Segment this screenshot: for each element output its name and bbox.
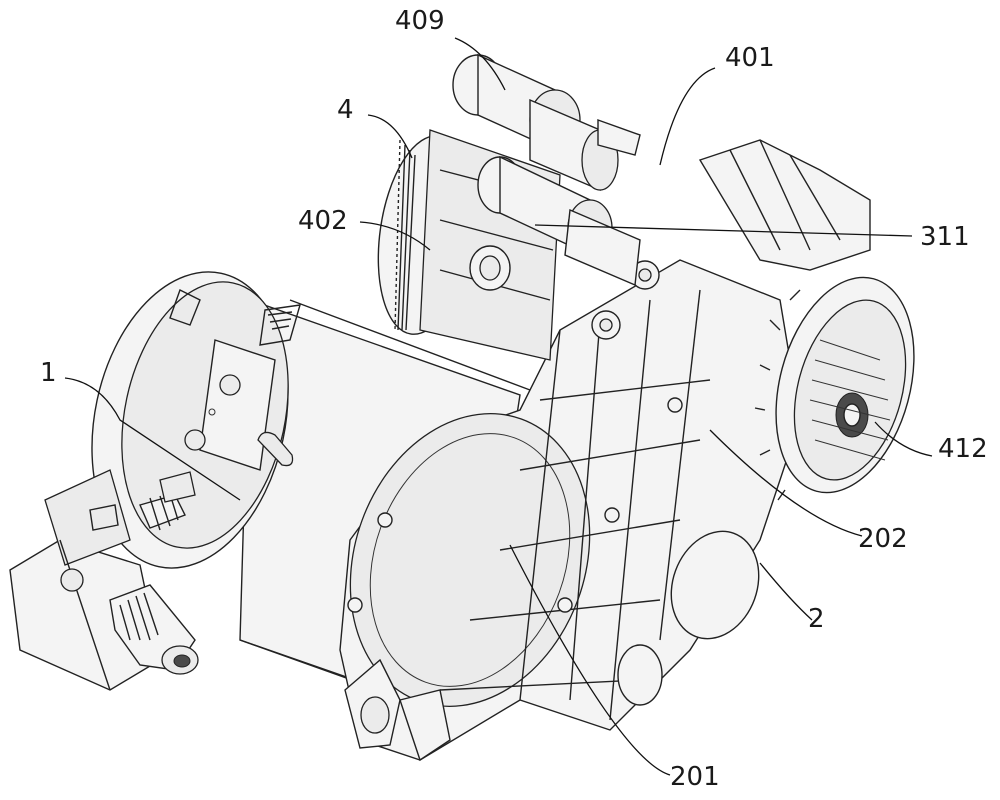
label-201: 201: [670, 762, 720, 792]
leader-201: [509, 544, 671, 776]
label-4: 4: [337, 95, 354, 125]
label-1: 1: [40, 358, 57, 388]
leader-lines: [64, 37, 933, 776]
actuator-assembly: [377, 53, 871, 361]
leader-402: [359, 221, 431, 251]
gearbox-housing: [339, 259, 801, 762]
leader-412: [874, 421, 933, 457]
label-311: 311: [920, 222, 970, 252]
leader-202: [709, 429, 863, 537]
label-412: 412: [938, 434, 988, 464]
fan-clutch: [754, 276, 915, 501]
leader-1: [64, 377, 241, 501]
label-401: 401: [725, 43, 775, 73]
label-402: 402: [298, 206, 348, 236]
leader-4: [367, 114, 413, 159]
motor-body: [91, 271, 531, 721]
label-2: 2: [808, 604, 825, 634]
leader-2: [759, 562, 813, 621]
leader-401: [659, 67, 716, 166]
junction-box: [9, 469, 199, 691]
label-202: 202: [858, 524, 908, 554]
leader-409: [454, 37, 506, 91]
label-409: 409: [395, 6, 445, 36]
leader-311: [534, 224, 913, 237]
